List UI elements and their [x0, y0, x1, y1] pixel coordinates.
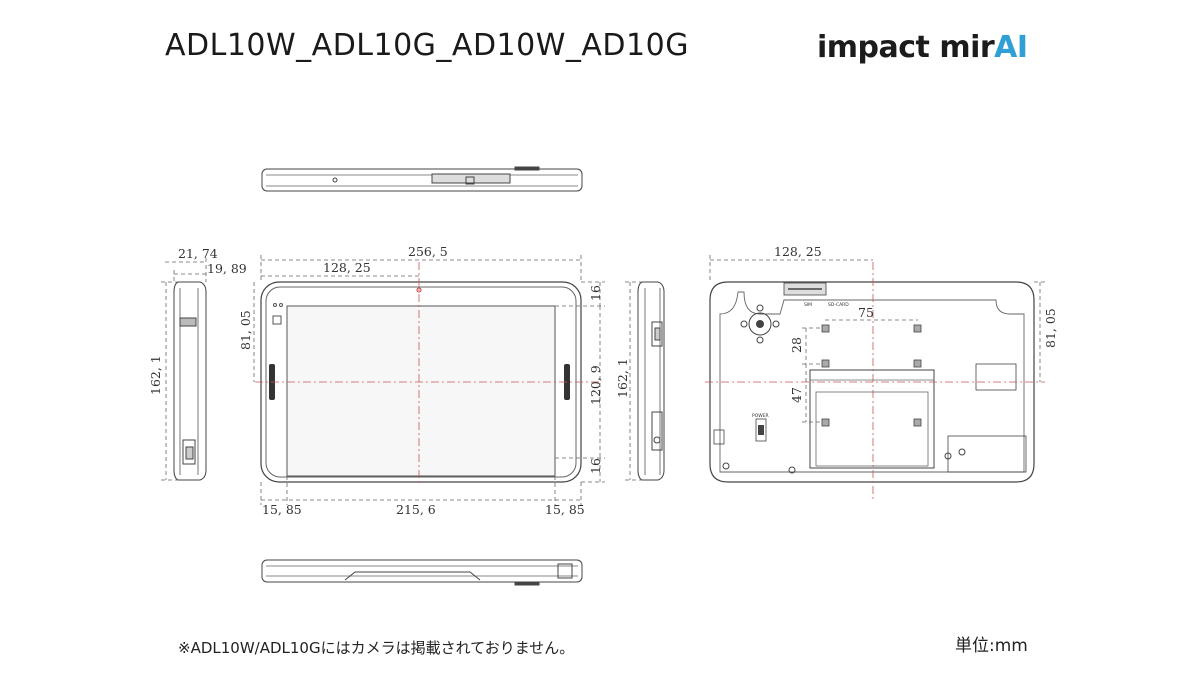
front-view-dimensions	[253, 255, 605, 505]
dim-right-height: 162, 1	[615, 358, 630, 398]
dim-front-right-margin: 15, 85	[545, 502, 585, 517]
screen-area	[286, 305, 556, 477]
vesa-holes	[821, 324, 922, 427]
label-sim: SIM	[804, 302, 812, 308]
dim-front-half-width: 128, 25	[323, 260, 371, 275]
dim-vesa-horizontal: 75	[858, 305, 874, 320]
logo-accent-text: AI	[994, 30, 1028, 65]
dim-front-top-margin: 16	[588, 285, 603, 301]
back-view-dimensions	[709, 255, 1046, 423]
drawing-title: ADL10W_ADL10G_AD10W_AD10G	[165, 28, 689, 63]
power-switch	[755, 418, 767, 442]
back-view	[705, 262, 1045, 500]
front-view	[255, 262, 600, 485]
logo-main-text: impact mir	[817, 30, 995, 65]
camera-icon	[272, 315, 282, 325]
dim-front-half-height: 81, 05	[238, 310, 253, 350]
top-view	[261, 166, 583, 192]
label-power: POWER	[752, 413, 769, 419]
label-sd-card: SD-CARD	[828, 302, 849, 308]
dim-back-half-width: 128, 25	[774, 244, 822, 259]
footnote: ※ADL10W/ADL10Gにはカメラは掲載されておりません。	[178, 639, 575, 657]
dim-back-half-height: 81, 05	[1043, 308, 1058, 348]
back-button-cluster-icon	[748, 312, 772, 336]
dim-front-left-margin: 15, 85	[262, 502, 302, 517]
dim-vesa-vertical: 28	[789, 337, 804, 353]
right-side-view	[637, 281, 665, 481]
dim-left-thickness-b: 19, 89	[207, 261, 247, 276]
bottom-view	[261, 559, 583, 586]
left-side-view	[173, 281, 207, 481]
unit-label: 単位:mm	[955, 636, 1028, 656]
dim-front-screen-height: 120, 9	[588, 365, 603, 405]
dim-left-thickness-a: 21, 74	[178, 246, 218, 261]
brand-logo: impact mirAI	[817, 30, 1028, 65]
dim-front-bottom-margin: 16	[588, 458, 603, 474]
dim-front-screen-width: 215, 6	[396, 502, 436, 517]
dim-vesa-offset: 47	[789, 387, 804, 403]
dim-left-height: 162, 1	[148, 355, 163, 395]
dim-front-width: 256, 5	[408, 244, 448, 259]
right-side-dimensions	[625, 281, 642, 481]
left-side-dimensions	[161, 258, 207, 481]
label-plate	[975, 363, 1017, 391]
